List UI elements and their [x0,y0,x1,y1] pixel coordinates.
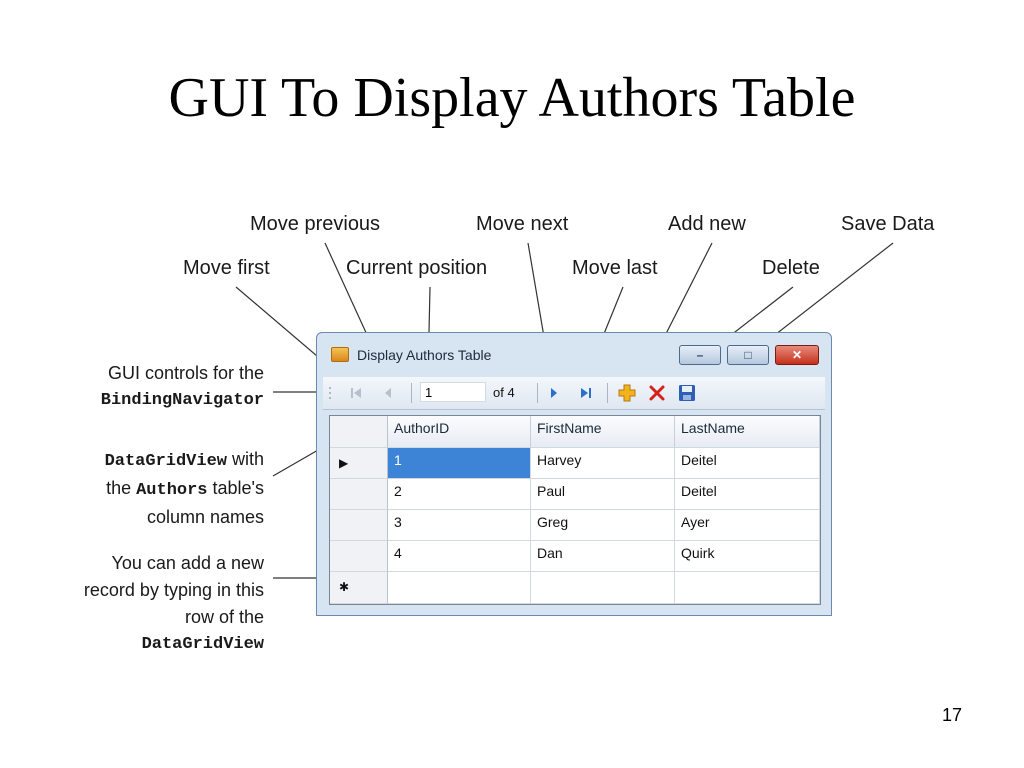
add-icon [618,384,636,402]
row-header[interactable]: ▶ [330,448,388,479]
column-header-lastname[interactable]: LastName [675,416,820,448]
callout-move-previous: Move previous [250,213,381,235]
window-titlebar[interactable]: Display Authors Table – □ ✕ [317,333,831,375]
callout-delete: Delete [762,257,820,279]
note-new-record: You can add a new record by typing in th… [16,550,264,658]
toolbar-separator [537,383,538,403]
app-icon [331,347,349,362]
note-line: DataGridView with [16,446,264,475]
toolbar-separator [607,383,608,403]
table-cell[interactable]: 2 [388,479,531,510]
table-cell[interactable]: Quirk [675,541,820,572]
add-new-button[interactable] [615,383,639,403]
table-cell[interactable]: 3 [388,510,531,541]
next-record-icon [551,388,557,398]
table-cell[interactable]: 4 [388,541,531,572]
note-code: BindingNavigator [100,391,264,410]
move-last-button[interactable] [575,383,597,403]
note-line: You can add a new [111,553,264,573]
maximize-icon: □ [744,348,752,362]
page-number: 17 [941,705,962,725]
callout-move-first: Move first [183,257,270,279]
table-cell[interactable]: Ayer [675,510,820,541]
grip-icon [329,387,331,399]
note-code: DataGridView [104,452,227,471]
note-text: table's [207,478,264,498]
move-previous-button[interactable] [377,383,399,403]
new-row-icon: ✱ [339,580,350,594]
note-binding-navigator: GUI controls for the BindingNavigator [16,360,264,414]
first-record-icon [351,388,361,398]
close-icon: ✕ [791,348,803,362]
note-text: the [106,478,137,498]
grid-corner-header[interactable] [330,416,388,448]
row-header[interactable] [330,541,388,572]
row-header[interactable] [330,510,388,541]
delete-button[interactable] [645,383,669,403]
app-window: Display Authors Table – □ ✕ of 4 [316,332,832,616]
delete-icon [649,385,665,401]
record-count-label: of 4 [493,385,515,400]
table-cell[interactable]: Greg [531,510,675,541]
callout-current-position: Current position [346,257,488,279]
binding-navigator: of 4 [323,377,825,410]
new-row-header[interactable]: ✱ [330,572,388,604]
toolbar-separator [411,383,412,403]
table-cell[interactable]: Paul [531,479,675,510]
callout-move-last: Move last [572,257,658,279]
note-code: DataGridView [141,635,264,654]
callout-add-new: Add new [668,213,746,235]
current-row-icon: ▶ [339,456,349,470]
minimize-button[interactable]: – [679,345,721,365]
move-first-button[interactable] [345,383,367,403]
row-header[interactable] [330,479,388,510]
close-button[interactable]: ✕ [775,345,819,365]
toolbar-grip[interactable] [327,383,333,403]
new-row-cell[interactable] [531,572,675,604]
table-cell[interactable]: Dan [531,541,675,572]
previous-record-icon [385,388,391,398]
table-cell[interactable]: Deitel [675,479,820,510]
new-row-cell[interactable] [388,572,531,604]
callout-move-next: Move next [476,213,569,235]
authors-datagridview[interactable]: AuthorID FirstName LastName ▶ 1 Harvey D… [329,415,821,605]
note-line: the Authors table's [16,475,264,504]
save-data-button[interactable] [675,383,699,403]
last-record-icon [581,388,591,398]
note-line: row of the [184,607,264,627]
window-title: Display Authors Table [357,347,492,363]
callout-save-data: Save Data [841,213,935,235]
minimize-icon: – [696,348,704,362]
move-next-button[interactable] [543,383,565,403]
current-position-input[interactable] [420,382,486,402]
slide-title: GUI To Display Authors Table [168,67,856,129]
note-line: GUI controls for the [107,363,264,383]
note-line: record by typing in this [83,580,264,600]
save-icon [679,385,695,401]
note-line: column names [146,507,264,527]
table-cell[interactable]: 1 [388,448,531,479]
table-cell[interactable]: Harvey [531,448,675,479]
note-code: Authors [136,481,208,500]
column-header-firstname[interactable]: FirstName [531,416,675,448]
column-header-authorid[interactable]: AuthorID [388,416,531,448]
note-text: with [226,449,264,469]
note-datagridview: DataGridView with the Authors table's co… [16,446,264,531]
maximize-button[interactable]: □ [727,345,769,365]
new-row-cell[interactable] [675,572,820,604]
table-cell[interactable]: Deitel [675,448,820,479]
